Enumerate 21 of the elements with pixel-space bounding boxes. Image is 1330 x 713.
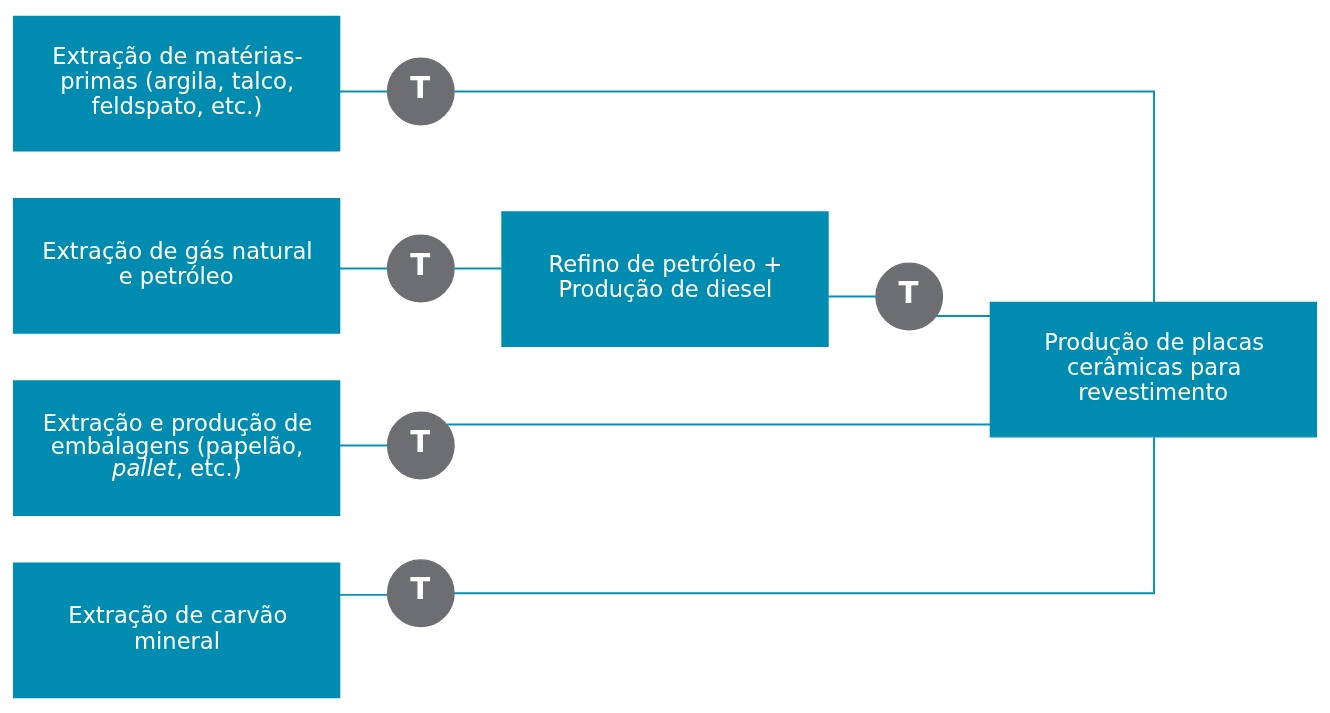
connector bbox=[338, 444, 389, 446]
connector bbox=[445, 423, 992, 426]
node-box: Extração de gás natural e petróleo bbox=[12, 197, 341, 334]
connector bbox=[827, 294, 877, 297]
connector bbox=[453, 435, 1156, 594]
connector bbox=[338, 90, 389, 92]
connector bbox=[453, 90, 1156, 303]
node-circle: T bbox=[875, 262, 944, 330]
node-circle: T bbox=[386, 57, 455, 125]
connector bbox=[453, 267, 503, 269]
node-box: Refino de petróleo + Produção de diesel bbox=[501, 210, 829, 347]
connector bbox=[338, 593, 389, 596]
connector bbox=[338, 267, 389, 269]
node-box: Extração e produção de embalagens (papelão, pallet, etc.) bbox=[12, 379, 341, 516]
node-box: Extração de matérias-primas (argila, talco, feldspato, etc.) bbox=[12, 15, 341, 151]
node-box: Extração de carvão mineral bbox=[12, 562, 341, 698]
node-circle: T bbox=[386, 411, 455, 479]
node-box: Produção de placas cerâmicas para revestimento bbox=[989, 301, 1318, 437]
node-circle: T bbox=[386, 558, 455, 627]
connector bbox=[935, 314, 991, 317]
node-circle: T bbox=[386, 234, 455, 302]
